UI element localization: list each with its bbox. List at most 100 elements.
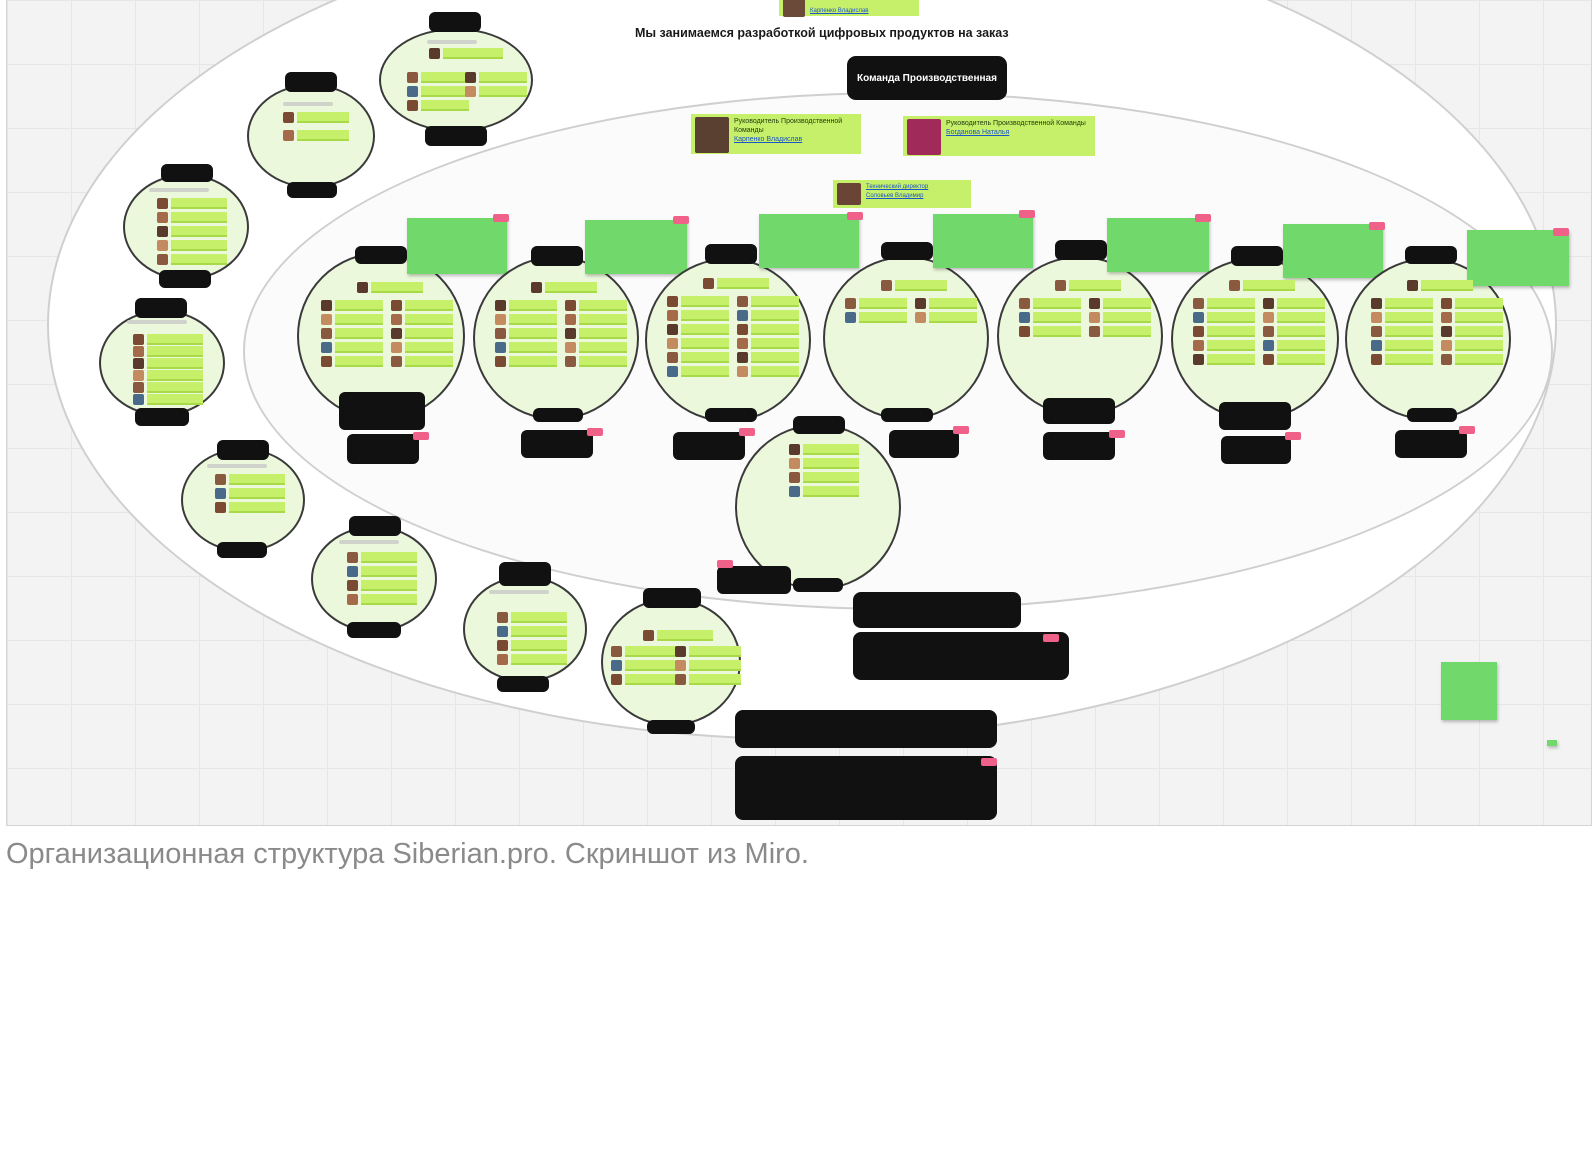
avatar [695, 117, 729, 153]
member-row [1193, 298, 1255, 309]
member-name-bar [681, 310, 729, 321]
member-name-bar [147, 358, 203, 369]
member-row [737, 352, 799, 363]
member-name-bar [1385, 298, 1433, 309]
member-row [1263, 312, 1325, 323]
member-name-bar [1385, 340, 1433, 351]
team-label [355, 246, 407, 264]
member-row [133, 346, 203, 357]
avatar [881, 280, 892, 291]
member-name-bar [1207, 340, 1255, 351]
avatar [495, 300, 506, 311]
member-name-bar [1207, 354, 1255, 365]
sticky-tag [1109, 430, 1125, 438]
member-row [565, 356, 627, 367]
member-name-bar [479, 72, 527, 83]
member-row [465, 86, 527, 97]
avatar [675, 660, 686, 671]
avatar [497, 626, 508, 637]
lead-name-link[interactable]: Карпенко Владислав [734, 136, 803, 143]
member-row [667, 296, 729, 307]
member-name-bar [147, 394, 203, 405]
avatar [391, 300, 402, 311]
avatar [133, 358, 144, 369]
member-name-bar [751, 324, 799, 335]
member-name-bar [147, 334, 203, 345]
member-row [703, 278, 769, 289]
member-name-bar [297, 112, 349, 123]
member-name-bar [859, 312, 907, 323]
member-name-bar [1455, 326, 1503, 337]
team-label [705, 244, 757, 264]
avatar [1193, 326, 1204, 337]
member-row [1193, 312, 1255, 323]
member-row [495, 314, 557, 325]
lead-name-link[interactable]: Богданова Наталья [946, 129, 1010, 136]
avatar [667, 338, 678, 349]
member-row [565, 328, 627, 339]
sticky-tag [1553, 228, 1569, 236]
avatar [347, 594, 358, 605]
avatar [283, 112, 294, 123]
team-label [643, 588, 701, 608]
member-name-bar [1033, 312, 1081, 323]
member-name-bar [689, 646, 741, 657]
member-row [407, 72, 469, 83]
member-name-bar [803, 444, 859, 455]
sticky-tag [1285, 432, 1301, 440]
member-name-bar [509, 342, 557, 353]
member-name-bar [1103, 298, 1151, 309]
avatar [495, 342, 506, 353]
top-lead-card: Карпенко Владислав [779, 0, 919, 17]
member-row [215, 474, 285, 485]
team-label [1231, 246, 1283, 266]
avatar [133, 394, 144, 405]
member-row [357, 282, 423, 293]
sticky-tag [1043, 634, 1059, 642]
member-row [347, 552, 417, 563]
avatar [283, 130, 294, 141]
avatar [565, 356, 576, 367]
avatar [391, 356, 402, 367]
avatar [915, 298, 926, 309]
member-row [565, 342, 627, 353]
member-row [675, 674, 741, 685]
team-label [499, 562, 551, 586]
avatar [495, 314, 506, 325]
member-name-bar [1385, 354, 1433, 365]
member-name-bar [511, 626, 567, 637]
avatar [391, 314, 402, 325]
member-row [565, 314, 627, 325]
sticky-tag [587, 428, 603, 436]
member-row [1371, 354, 1433, 365]
avatar [1193, 354, 1204, 365]
member-row [737, 324, 799, 335]
member-name-bar [511, 612, 567, 623]
avatar [643, 630, 654, 641]
avatar [321, 300, 332, 311]
member-name-bar [751, 310, 799, 321]
avatar [407, 100, 418, 111]
member-name-bar [1069, 280, 1121, 291]
member-name-bar [717, 278, 769, 289]
lead-role-link[interactable]: Технический директор [866, 184, 929, 190]
avatar [1441, 354, 1452, 365]
lead-name-link[interactable]: Соловьев Владимир [866, 193, 924, 199]
placeholder-bar [149, 188, 209, 192]
sticky-note [1283, 224, 1383, 278]
member-name-bar [1455, 354, 1503, 365]
member-name-bar [625, 646, 677, 657]
avatar [157, 198, 168, 209]
member-name-bar [171, 240, 227, 251]
member-name-bar [579, 356, 627, 367]
member-name-bar [405, 328, 453, 339]
member-name-bar [681, 324, 729, 335]
member-row [497, 626, 567, 637]
member-name-bar [443, 48, 503, 59]
member-name-bar [1455, 312, 1503, 323]
member-name-bar [657, 630, 713, 641]
lead-name-link[interactable]: Карпенко Владислав [810, 8, 869, 14]
board-headline: Мы занимаемся разработкой цифровых проду… [635, 26, 1009, 40]
sticky-note-small [1547, 740, 1557, 746]
member-name-bar [405, 314, 453, 325]
